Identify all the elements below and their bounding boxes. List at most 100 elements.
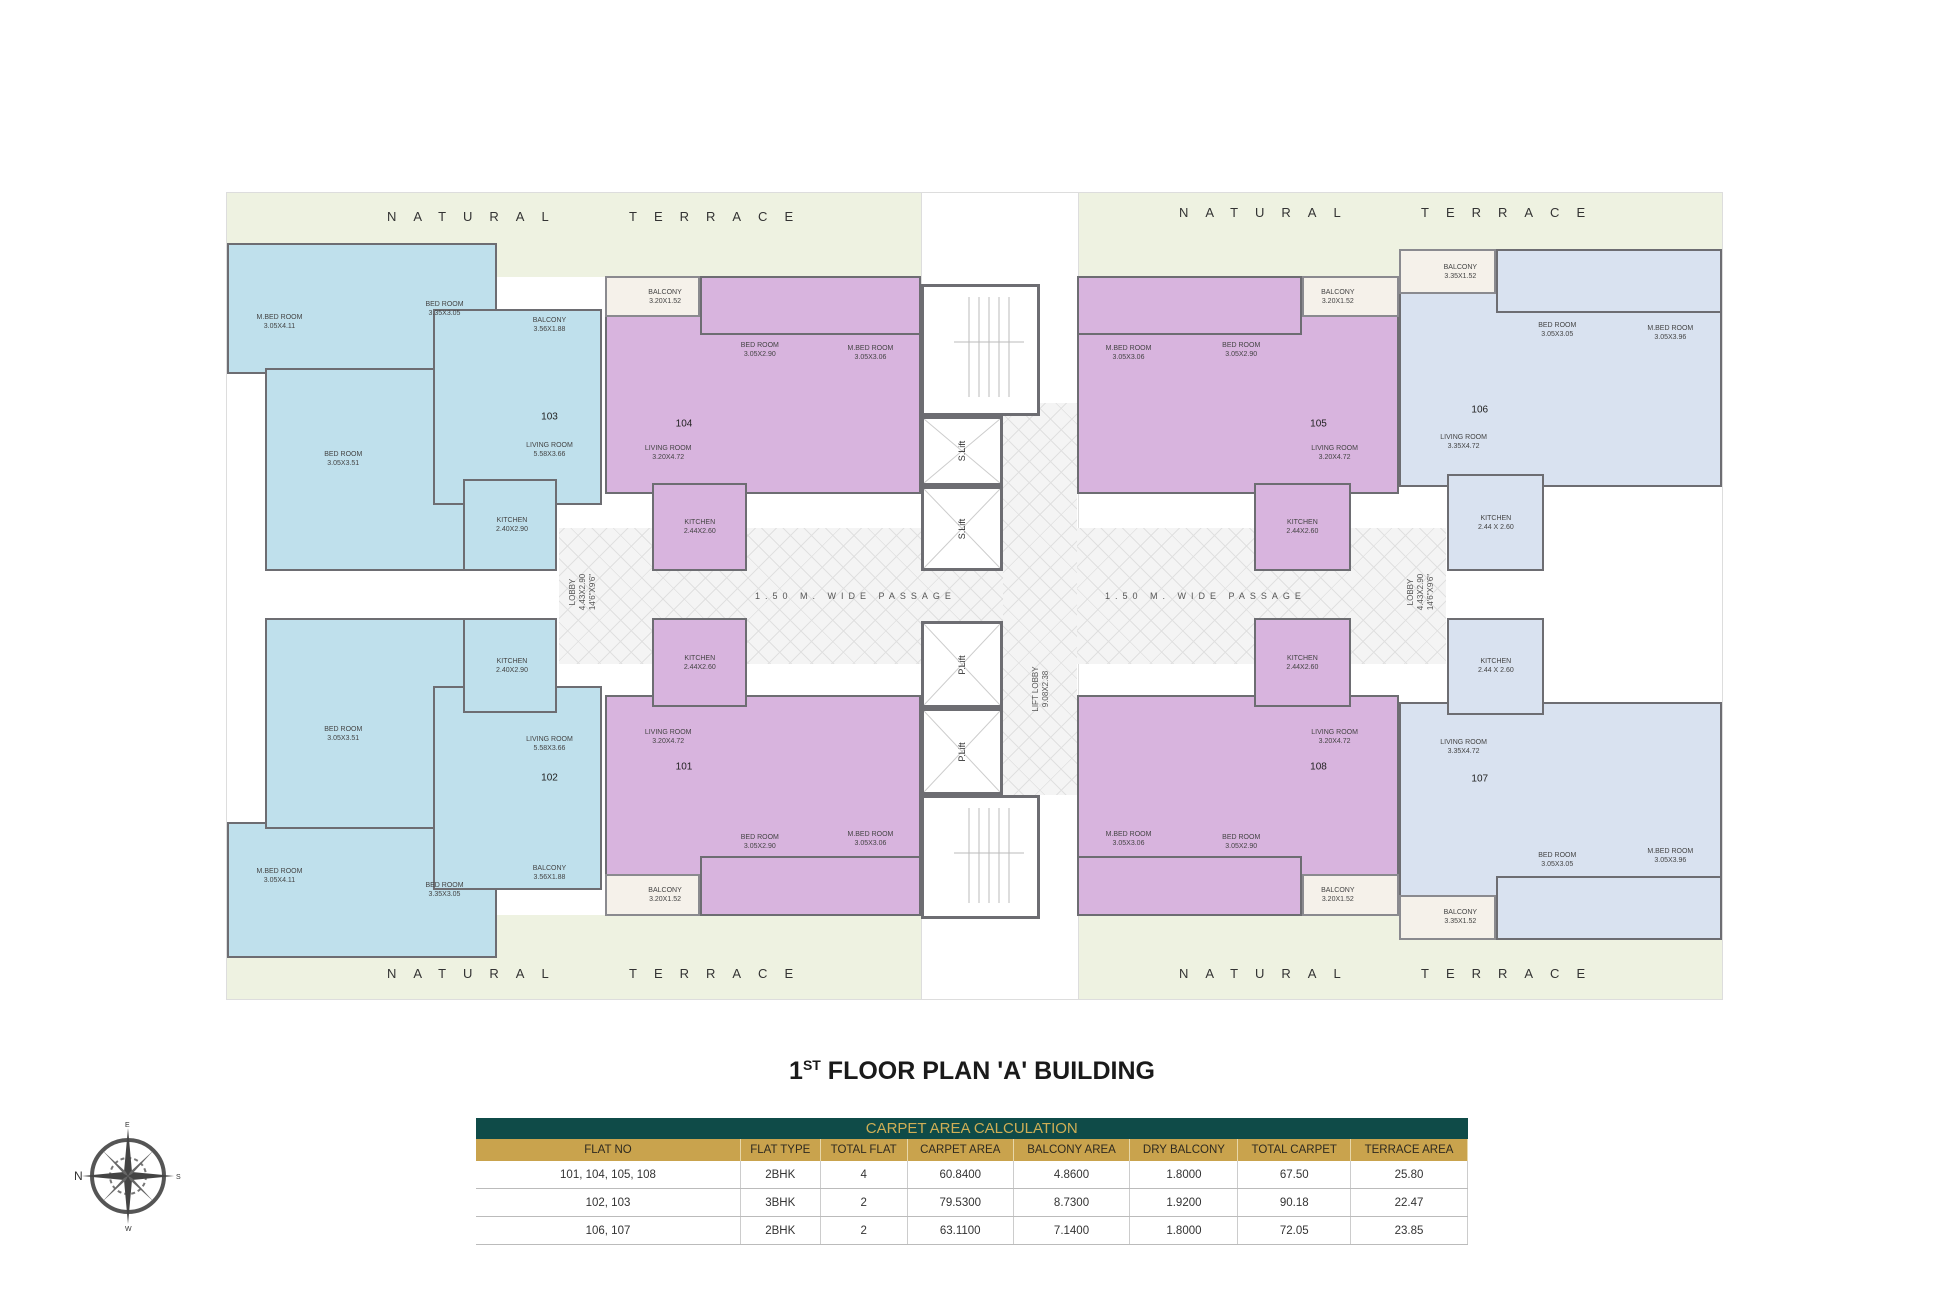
floor-plan: NATURAL TERRACE NATURAL TERRACE NATURAL … [226,192,1723,1000]
col-header: FLAT TYPE [740,1139,821,1161]
room-name: LIVING ROOM [526,735,573,743]
room-size: 3.20X1.52 [1321,297,1354,305]
room-size: 5.58X3.66 [533,450,566,458]
flat-number: 101 [675,761,693,773]
room-name: BED ROOM [1538,851,1577,859]
room-size: 2.44X2.60 [1286,663,1319,671]
col-header: BALCONY AREA [1013,1139,1131,1161]
room-name: M.BED ROOM [1647,848,1694,856]
flat-zone [699,276,921,335]
room-name: BED ROOM [324,451,363,459]
flat-number: 104 [675,418,693,429]
room-name: BED ROOM [740,833,779,841]
room-size: 3.20X1.52 [649,896,681,904]
room-name: KITCHEN [1287,518,1318,526]
flat-zone [1254,618,1351,708]
balcony-area [605,276,700,318]
room-name: KITCHEN [496,657,528,665]
room-name: BALCONY [1321,288,1355,296]
flat-zone [433,686,602,890]
room-name: BED ROOM [425,300,464,308]
cell: 4 [820,1161,908,1189]
room-size: 3.05X3.06 [854,839,887,847]
passenger-lift: P.Lift [921,621,1003,708]
room-size: 3.35X3.05 [428,309,461,317]
cell: 3BHK [740,1188,821,1217]
staircase-bottom [921,795,1040,919]
room-name: BED ROOM [1222,341,1261,349]
cell: 2 [820,1188,908,1217]
flat-zone [652,618,748,708]
carpet-area-table: CARPET AREA CALCULATION FLAT NO FLAT TYP… [476,1118,1469,1245]
terrace-label-natural: NATURAL [1179,205,1358,220]
service-lift: S.Lift [921,416,1003,486]
room-size: 3.35X3.05 [428,891,461,898]
room-size: 3.05X3.51 [327,734,360,742]
col-header: DRY BALCONY [1129,1139,1239,1161]
lobby-label: LOBBY 4.43X2.90 14'6"X9'6" [1406,573,1435,611]
room-name: BALCONY [532,865,567,872]
room-size: 3.20X4.72 [652,738,685,746]
col-header: CARPET AREA [907,1139,1014,1161]
room-name: BED ROOM [425,882,464,889]
balcony-area [1302,874,1399,916]
balcony-area [1399,894,1496,940]
room-size: 3.20X4.72 [652,454,685,461]
room-name: BALCONY [1443,263,1478,271]
room-size: 2.40X2.90 [496,526,528,534]
terrace-label-natural: NATURAL [387,209,566,224]
room-size: 3.05X2.90 [743,842,776,850]
flat-zone [1447,618,1545,715]
flat-number: 107 [1471,773,1489,785]
cell: 63.1100 [907,1216,1014,1245]
cell: 72.05 [1237,1216,1351,1245]
cell: 4.8600 [1013,1161,1131,1189]
flat-zone [1077,311,1399,495]
service-lift-label: S.Lift [957,518,967,539]
room-name: BED ROOM [740,341,779,349]
room-size: 3.35X4.72 [1447,747,1480,755]
cell: 90.18 [1237,1188,1351,1217]
flat-zone [1399,287,1722,488]
room-name: LIVING ROOM [526,441,573,449]
compass-south: S [176,1174,181,1181]
room-size: 2.40X2.90 [496,666,528,674]
col-header: TERRACE AREA [1350,1139,1469,1161]
title-suffix: ST [802,1057,821,1073]
flat-zone [1447,474,1545,571]
room-name: M.BED ROOM [1105,344,1152,352]
col-header: FLAT NO [476,1139,741,1161]
room-name: LIVING ROOM [1311,729,1358,737]
room-size: 3.05X3.05 [1541,330,1574,338]
flat-number: 105 [1310,418,1327,429]
col-header: TOTAL CARPET [1237,1139,1351,1161]
flat-number: 102 [541,772,558,784]
room-size: 2.44 X 2.60 [1477,523,1514,531]
room-name: M.BED ROOM [1105,830,1152,838]
flat-number: 106 [1471,404,1489,416]
room-name: M.BED ROOM [256,868,303,876]
room-name: KITCHEN [1480,658,1512,666]
flat-zone [433,308,602,506]
